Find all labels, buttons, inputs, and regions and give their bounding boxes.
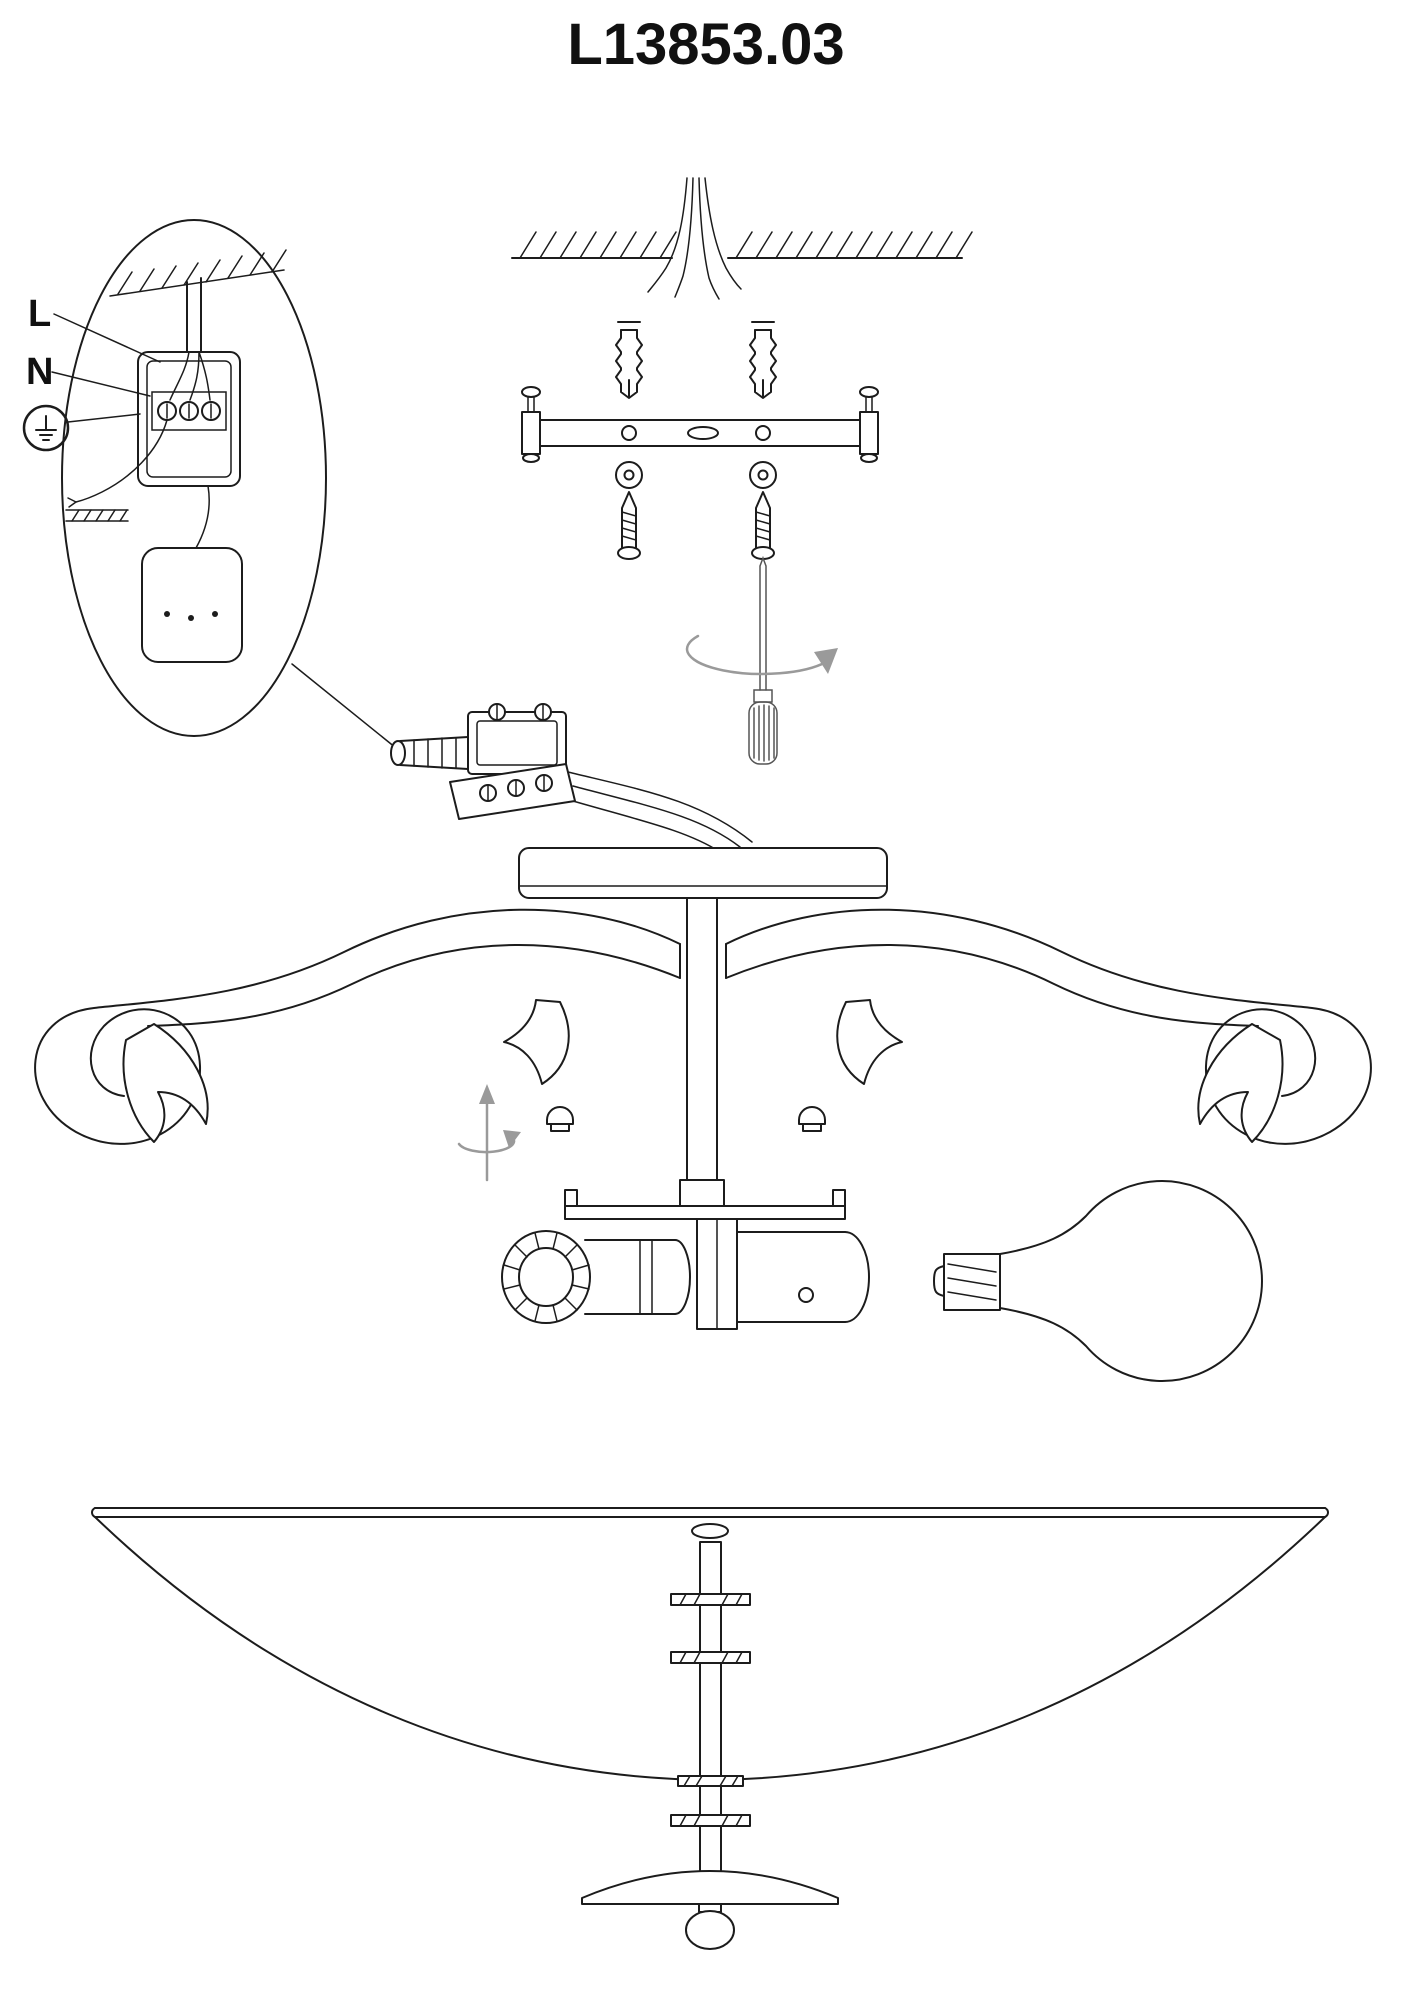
callout-conduit [186, 277, 202, 353]
cap-nut-left [546, 1106, 574, 1132]
leaf-ornament-left [503, 999, 570, 1085]
callout-pointer-line [291, 663, 397, 749]
neutral-leader-line [51, 371, 151, 397]
mounting-screw-right [751, 491, 775, 560]
bowl-center-hole [691, 1523, 729, 1539]
scroll-arm-right [725, 908, 1372, 1145]
ground-leader-line [67, 413, 141, 423]
live-leader-line [53, 313, 161, 363]
junction-box [137, 351, 241, 487]
center-stem [686, 897, 718, 1181]
fishtail-ornament-right [1197, 1023, 1284, 1143]
screwdriver-icon [748, 555, 778, 765]
lamp-socket [501, 1230, 691, 1324]
rod-spacer-bar [677, 1775, 744, 1787]
socket-holder-right [736, 1231, 870, 1323]
bulb-contact [933, 1265, 945, 1297]
cable-sleeve [390, 740, 406, 766]
rod-spacer-bar [670, 1593, 751, 1606]
live-label: L [28, 293, 51, 335]
washer-right [749, 461, 777, 489]
fishtail-ornament-left [122, 1023, 209, 1143]
callout-ceiling-hatch [109, 249, 287, 297]
finial-dome [581, 1870, 839, 1905]
finial-knob [685, 1903, 735, 1950]
washer-left [615, 461, 643, 489]
wall-anchor-right [749, 321, 777, 399]
rod-spacer-bar [670, 1651, 751, 1664]
light-bulb-icon [933, 1180, 1263, 1382]
rotate-direction-arrow [457, 1084, 521, 1182]
bracket-center-slot [687, 426, 719, 440]
wiring-detail-callout: L N [22, 219, 397, 749]
socket-mounting-plate [564, 1205, 846, 1220]
ceiling-with-mains-wires [511, 177, 973, 300]
lamp-holder-assembly [501, 1189, 870, 1330]
bracket-end-screw-right [859, 386, 879, 463]
neutral-label: N [26, 351, 53, 393]
page-title: L13853.03 [567, 12, 844, 77]
scroll-arm-left [34, 908, 681, 1145]
mounting-screw-left [617, 491, 641, 560]
earth-ground-icon [22, 404, 70, 452]
rod-spacer-bar [670, 1814, 751, 1827]
callout-wires [65, 419, 211, 549]
cap-nut-right [798, 1106, 826, 1132]
mounting-bracket [521, 386, 879, 463]
bracket-end-screw-left [521, 386, 541, 463]
strain-relief-block [141, 547, 243, 663]
leaf-ornament-right [836, 999, 903, 1085]
glass-bowl-shade [91, 1507, 1329, 1781]
rotation-arrow-icon [685, 634, 838, 676]
wall-anchor-left [615, 321, 643, 399]
ceiling-canopy [518, 847, 888, 899]
stem-coupler [679, 1179, 725, 1207]
terminal-block-with-wires [390, 703, 753, 853]
